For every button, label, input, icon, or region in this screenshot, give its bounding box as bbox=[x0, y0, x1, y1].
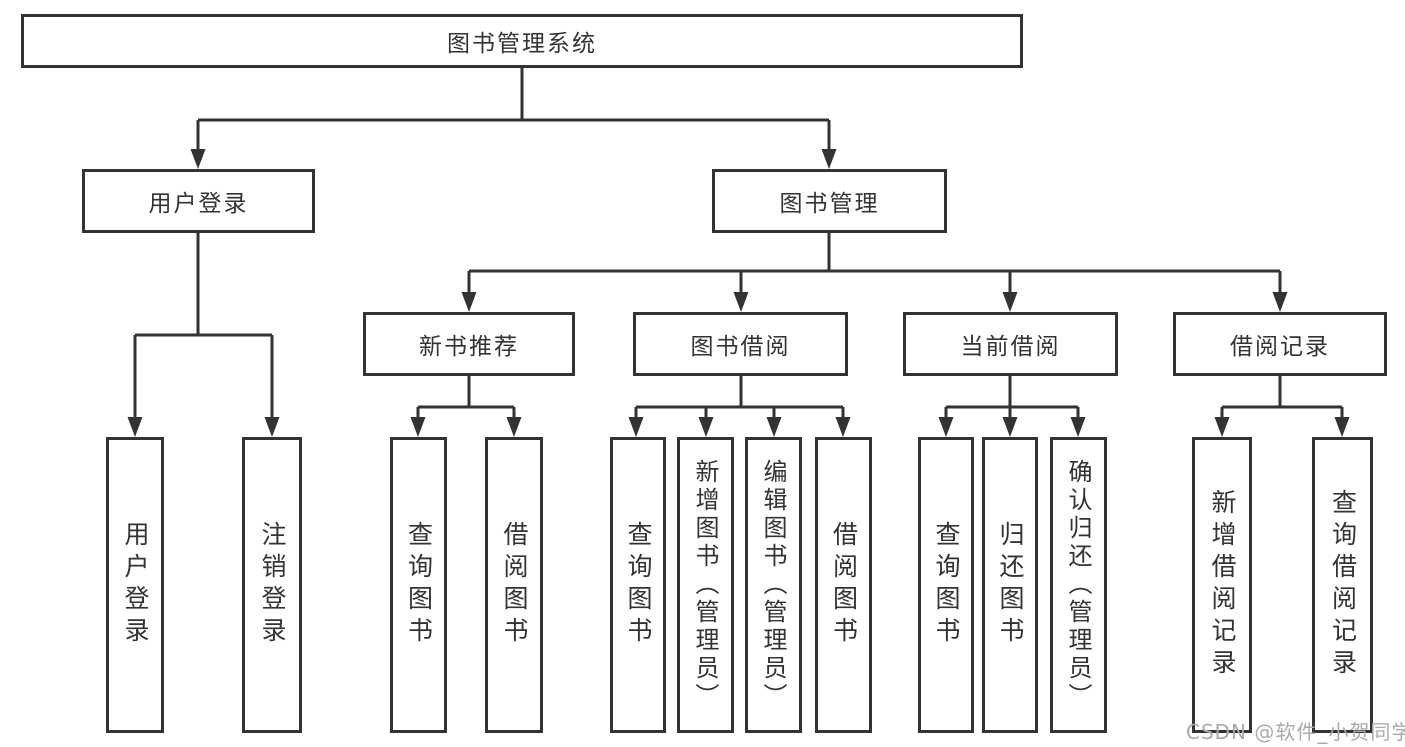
leaf-borrow-query-book-label: 查询图书 bbox=[624, 521, 653, 649]
leaf-current-query-book: 查询图书 bbox=[918, 437, 974, 733]
leaf-borrow-borrow-book-label: 借阅图书 bbox=[829, 521, 859, 649]
leaf-recommend-borrow-book-label: 借阅图书 bbox=[500, 521, 529, 649]
leaf-records-query-record-label: 查询借阅记录 bbox=[1328, 489, 1358, 681]
leaf-logout-login: 注销登录 bbox=[242, 437, 302, 733]
node-library-management-system-label: 图书管理系统 bbox=[447, 31, 597, 57]
leaf-records-add-record: 新增借阅记录 bbox=[1192, 437, 1252, 733]
node-new-book-recommend-label: 新书推荐 bbox=[419, 334, 519, 360]
leaf-user-login: 用户登录 bbox=[106, 437, 164, 733]
leaf-borrow-borrow-book: 借阅图书 bbox=[815, 437, 872, 733]
node-book-borrow-label: 图书借阅 bbox=[690, 334, 791, 360]
leaf-borrow-add-book-admin: 新增图书（管理员） bbox=[677, 437, 734, 733]
leaf-user-login-label: 用户登录 bbox=[121, 521, 150, 649]
leaf-records-add-record-label: 新增借阅记录 bbox=[1208, 489, 1237, 681]
leaf-current-query-book-label: 查询图书 bbox=[932, 521, 961, 649]
node-book-management-label: 图书管理 bbox=[779, 191, 880, 217]
leaf-borrow-edit-book-admin-label: 编辑图书（管理员） bbox=[759, 459, 787, 711]
leaf-current-return-book: 归还图书 bbox=[982, 437, 1038, 733]
node-current-borrow-label: 当前借阅 bbox=[960, 334, 1061, 360]
csdn-watermark: CSDN @软件_小贺同学 bbox=[1186, 720, 1405, 744]
leaf-recommend-borrow-book: 借阅图书 bbox=[485, 437, 543, 733]
leaf-borrow-add-book-admin-label: 新增图书（管理员） bbox=[691, 459, 719, 711]
leaf-borrow-query-book: 查询图书 bbox=[610, 437, 666, 733]
leaf-borrow-edit-book-admin: 编辑图书（管理员） bbox=[745, 437, 802, 733]
node-borrow-records-label: 借阅记录 bbox=[1230, 334, 1330, 360]
leaf-recommend-query-book: 查询图书 bbox=[390, 437, 447, 733]
node-book-management: 图书管理 bbox=[712, 169, 947, 233]
leaf-recommend-query-book-label: 查询图书 bbox=[404, 521, 434, 649]
node-book-borrow: 图书借阅 bbox=[633, 312, 848, 376]
leaf-records-query-record: 查询借阅记录 bbox=[1312, 437, 1373, 733]
leaf-current-confirm-return-admin-label: 确认归还（管理员） bbox=[1064, 459, 1092, 711]
leaf-current-return-book-label: 归还图书 bbox=[996, 521, 1025, 649]
node-user-login: 用户登录 bbox=[82, 169, 315, 233]
node-new-book-recommend: 新书推荐 bbox=[363, 312, 575, 376]
leaf-logout-login-label: 注销登录 bbox=[258, 521, 287, 649]
node-user-login-label: 用户登录 bbox=[148, 191, 249, 217]
node-borrow-records: 借阅记录 bbox=[1173, 312, 1387, 376]
leaf-current-confirm-return-admin: 确认归还（管理员） bbox=[1050, 437, 1107, 733]
node-current-borrow: 当前借阅 bbox=[903, 312, 1118, 376]
node-library-management-system: 图书管理系统 bbox=[21, 14, 1023, 68]
